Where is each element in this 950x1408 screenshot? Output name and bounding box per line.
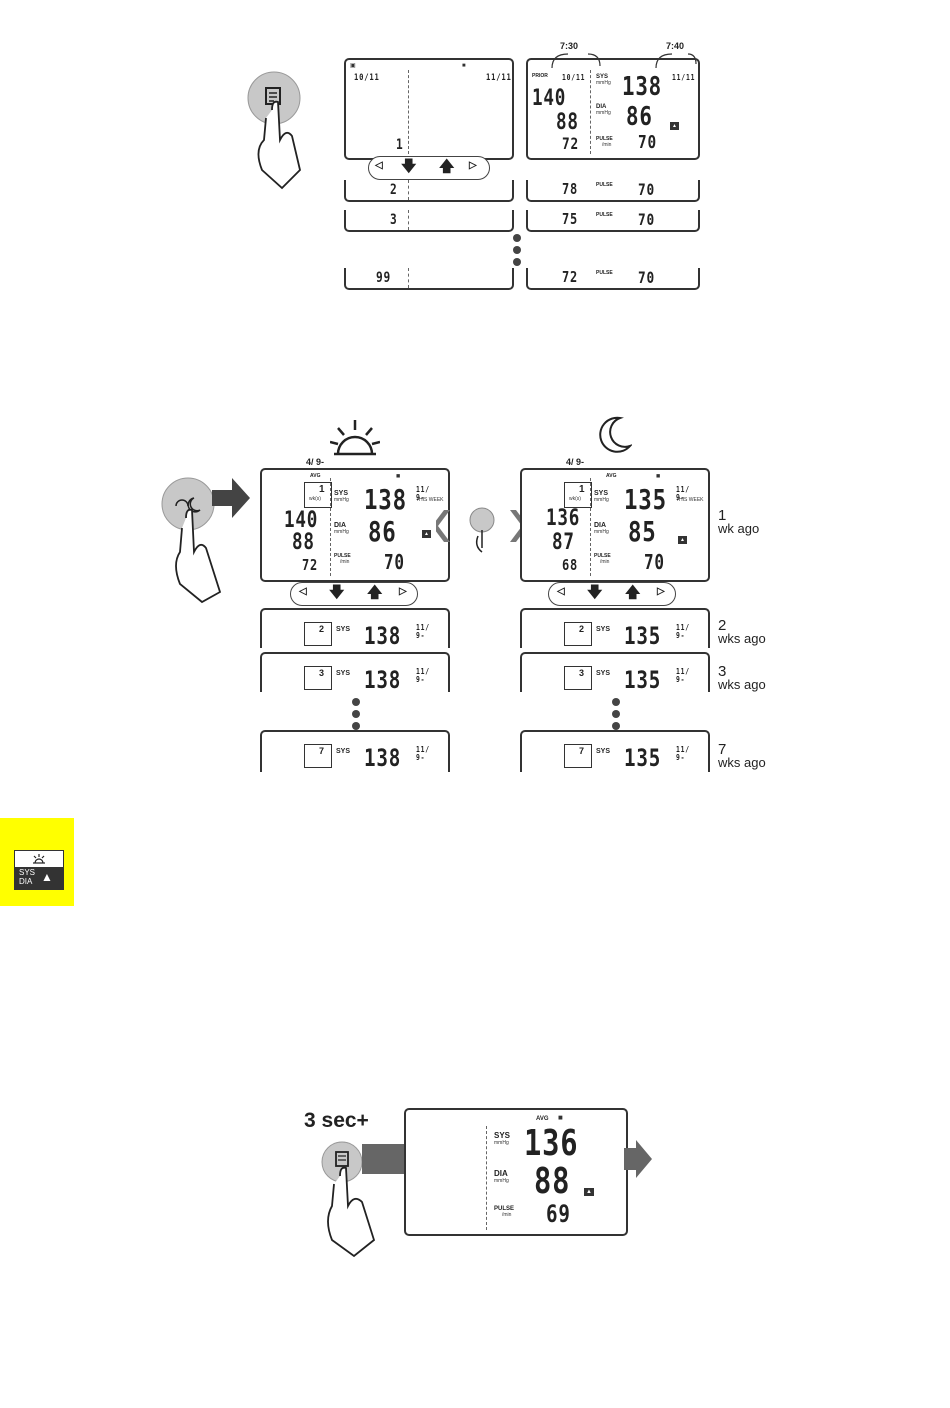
left-button[interactable]: ◁ [299, 586, 307, 597]
moon-icon [599, 416, 632, 453]
morning-evening-button-press-illustration [161, 477, 222, 604]
sun-icon [330, 420, 380, 456]
memory-button-press-illustration [321, 1141, 376, 1258]
up-arrow-icon: 🡅 [367, 584, 383, 601]
week-row-7-evening: 7 SYS 135 11/ 9- [520, 730, 710, 772]
display-record-detail: PRIOR 10/11 SYS mmHg 138 11/11 140 DIA m… [526, 58, 700, 160]
figure-hold-memory: 3 sec+ AVG ■ SYS mmHg 136 DIA mmHg 88 ▲ … [300, 1100, 660, 1260]
sys-dia-badge: ▲ [678, 536, 687, 544]
navigation-bar-evening: ◁ 🡇 🡅 ▷ [548, 582, 676, 606]
week-row-7-morning: 7 SYS 138 11/ 9- [260, 730, 450, 772]
sys-dia-badge: SYS DIA ▲ [15, 867, 63, 889]
week-row-2-morning: 2 SYS 138 11/ 9- [260, 608, 450, 648]
record-row-2-detail: 78 PULSE 70 [526, 180, 700, 202]
left-button[interactable]: ◁ [557, 586, 565, 597]
time-left: 7:30 [560, 41, 579, 51]
flow-arrow [624, 1140, 652, 1178]
ellipsis-dot [612, 722, 620, 730]
person-icon: ■ [558, 1113, 563, 1122]
figure-memory-recall: ▣ ■ 10/11 11/11 1 PRIOR 10/11 SYS mmHg 1… [230, 40, 720, 312]
time-right: 7:40 [666, 41, 685, 51]
week-row-3-morning: 3 SYS 138 11/ 9- [260, 652, 450, 692]
display-average-result: AVG ■ SYS mmHg 136 DIA mmHg 88 ▲ PULSE /… [404, 1108, 628, 1236]
ellipsis-dot [612, 710, 620, 718]
down-arrow-icon: 🡇 [329, 584, 345, 601]
sys-dia-badge: ▲ [584, 1188, 594, 1196]
ellipsis-dot [513, 246, 521, 254]
sys-dia-badge: ▲ [670, 122, 679, 130]
ellipsis-dot [612, 698, 620, 706]
navigation-bar-morning: ◁ 🡇 🡅 ▷ [290, 582, 418, 606]
ellipsis-dot [352, 698, 360, 706]
ellipsis-dot [352, 710, 360, 718]
flow-arrow [212, 478, 250, 518]
ellipsis-dot [352, 722, 360, 730]
left-button[interactable]: ◁ [375, 160, 383, 171]
record-row-3-detail: 75 PULSE 70 [526, 210, 700, 232]
sun-icon [33, 854, 45, 864]
figure-weekly-average: AVG ■ 1 wk(s) 140 88 72 SYS mmHg 138 11/… [150, 410, 800, 790]
week-row-2-evening: 2 SYS 135 11/ 9- [520, 608, 710, 648]
ellipsis-dot [513, 258, 521, 266]
display-memory-list: ▣ ■ 10/11 11/11 1 [344, 58, 514, 160]
date-left: 10/11 [354, 73, 380, 83]
triangle-up-icon: ▲ [41, 870, 53, 884]
record-index: 1 [396, 137, 404, 153]
sys-dia-badge: ▲ [422, 530, 431, 538]
memory-button-press-illustration [247, 71, 301, 190]
right-button[interactable]: ▷ [399, 586, 407, 597]
up-arrow-icon: 🡅 [439, 158, 455, 175]
switch-morning-evening-illustration [436, 507, 526, 553]
flow-bar [362, 1144, 404, 1174]
time-arrows [551, 53, 697, 69]
display-morning-average: AVG ■ 1 wk(s) 140 88 72 SYS mmHg 138 11/… [260, 468, 450, 582]
down-arrow-icon: 🡇 [587, 584, 603, 601]
right-button[interactable]: ▷ [657, 586, 665, 597]
navigation-bar: ◁ 🡇 🡅 ▷ [368, 156, 490, 180]
indicator-icon-frame: SYS DIA ▲ [14, 850, 64, 890]
right-button[interactable]: ▷ [469, 160, 477, 171]
up-arrow-icon: 🡅 [625, 584, 641, 601]
prior-label: PRIOR [532, 73, 548, 79]
week-counter-box: 1 wk(s) [304, 482, 332, 508]
week-row-3-evening: 3 SYS 135 11/ 9- [520, 652, 710, 692]
week-counter-box: 1 wk(s) [564, 482, 592, 508]
record-row-3: 3 [344, 210, 514, 232]
morning-hypertension-indicator: SYS DIA ▲ [0, 818, 74, 906]
display-evening-average: AVG ■ 1 wk(s) 136 87 68 SYS mmHg 135 11/… [520, 468, 710, 582]
record-row-2: 2 [344, 180, 514, 202]
record-row-99-detail: 72 PULSE 70 [526, 268, 700, 290]
date-right: 11/11 [486, 73, 512, 83]
hold-duration-label: 3 sec+ [304, 1109, 369, 1132]
down-arrow-icon: 🡇 [401, 158, 417, 175]
ellipsis-dot [513, 234, 521, 242]
record-row-99: 99 [344, 268, 514, 290]
